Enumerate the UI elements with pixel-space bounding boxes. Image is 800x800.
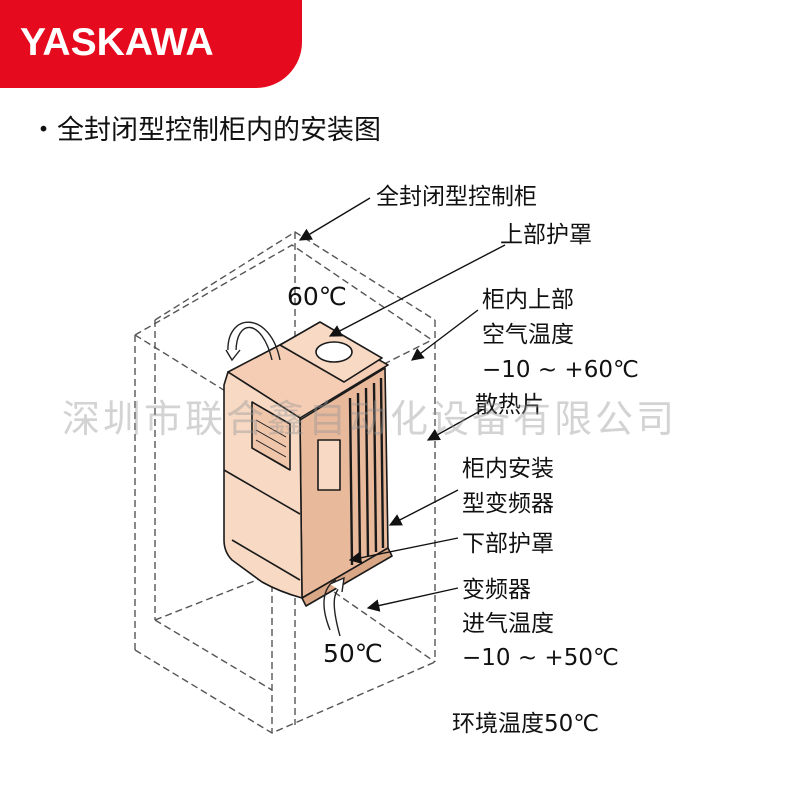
inverter-device: [223, 321, 393, 607]
label-intake-2: 进气温度: [462, 611, 554, 637]
leader-lines: [298, 197, 506, 612]
label-inside-upper-range: −10 ~ +60℃: [482, 357, 639, 383]
label-top-temperature: 60℃: [287, 282, 347, 311]
label-heatsink: 散热片: [475, 392, 544, 418]
label-inside-upper-1: 柜内上部: [482, 287, 574, 313]
label-inverter-2: 型变频器: [462, 491, 554, 517]
label-inside-upper-2: 空气温度: [482, 322, 574, 348]
airflow-top-arrow: [225, 321, 281, 362]
label-cabinet: 全封闭型控制柜: [376, 184, 537, 210]
page-title: ・全封闭型控制柜内的安装图: [30, 115, 381, 146]
label-inverter-1: 柜内安装: [462, 456, 554, 482]
label-bottom-temperature: 50℃: [323, 639, 383, 668]
brand-logo-text: YASKAWA: [20, 21, 214, 64]
brand-logo-tab: YASKAWA: [0, 0, 302, 88]
label-intake-range: −10 ~ +50℃: [462, 645, 619, 671]
label-ambient-temperature: 环境温度50℃: [452, 711, 600, 737]
label-upper-cover: 上部护罩: [500, 222, 592, 248]
watermark-text: 深圳市联合鑫自动化设备有限公司: [62, 397, 678, 441]
label-intake-1: 变频器: [462, 577, 531, 603]
airflow-bottom-arrow: [323, 576, 345, 637]
label-lower-cover: 下部护罩: [462, 531, 554, 557]
